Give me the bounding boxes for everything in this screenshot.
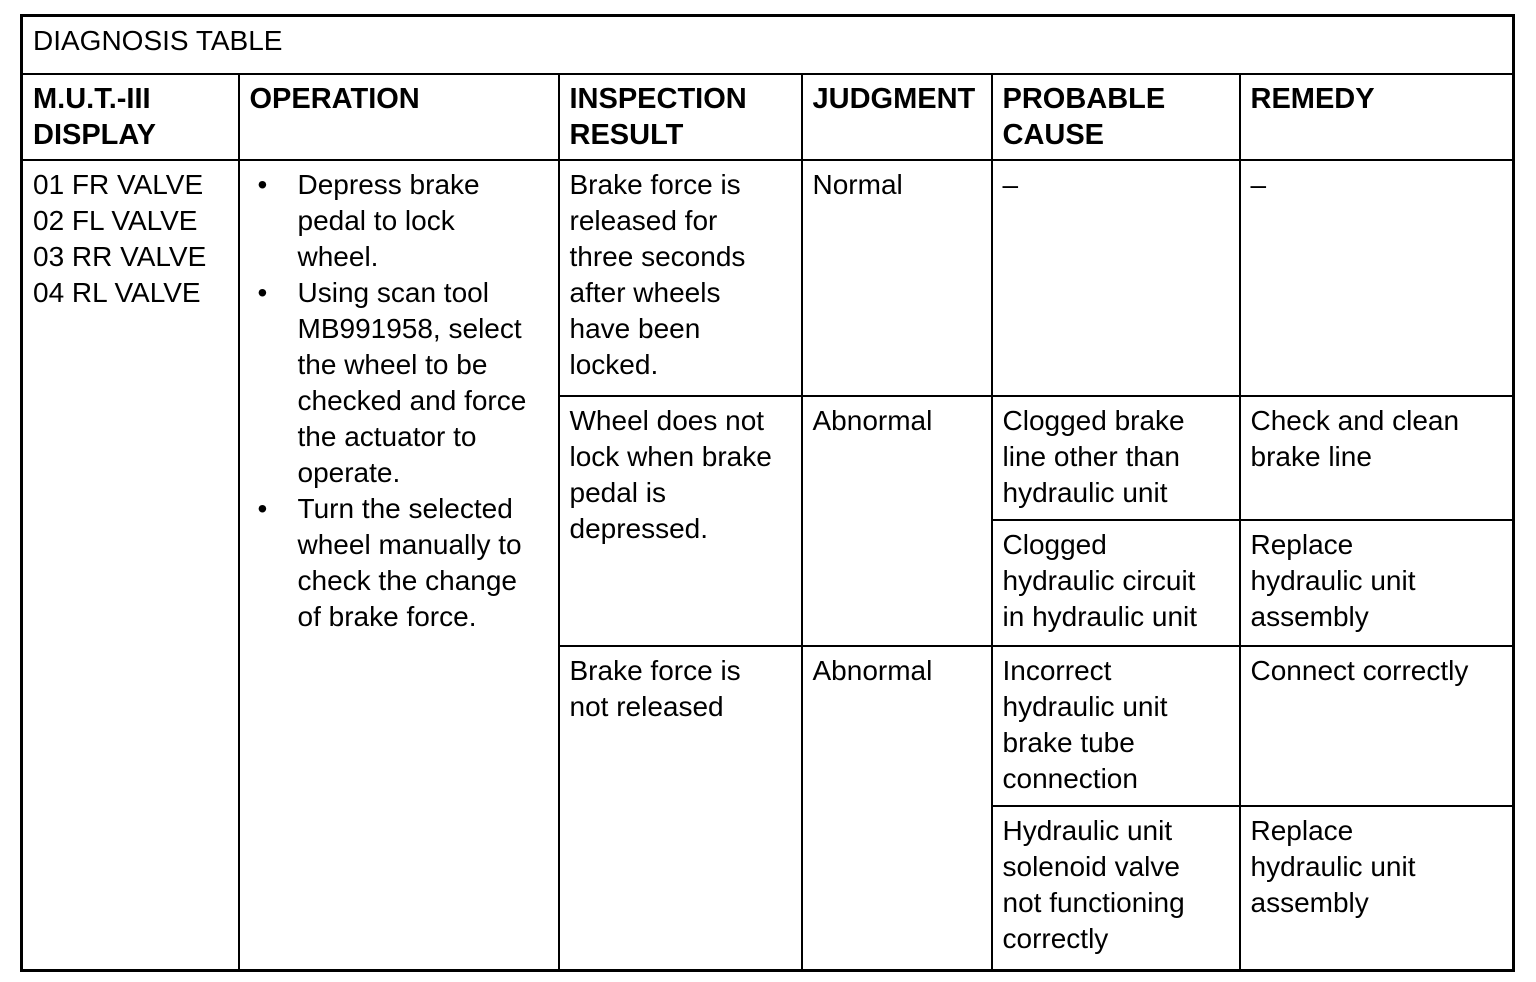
cell-judgment-3: Abnormal — [800, 644, 993, 972]
operation-step: • Using scan tool MB991958, select the w… — [250, 275, 548, 491]
operation-step: • Turn the selected wheel manually to ch… — [250, 491, 548, 635]
operation-step-text: Turn the selected wheel manually to chec… — [297, 492, 522, 632]
cell-probable-cause-1: – — [990, 158, 1241, 397]
column-header-inspection-result: INSPECTION RESULT — [557, 72, 803, 161]
operation-step: • Depress brake pedal to lock wheel. — [250, 167, 548, 275]
cell-remedy-5: Replace hydraulic unit assembly — [1238, 804, 1515, 972]
cell-judgment-2: Abnormal — [800, 394, 993, 647]
table-row: DIAGNOSIS TABLE — [20, 14, 1515, 75]
bullet-icon: • — [257, 492, 268, 524]
table-row: 01 FR VALVE 02 FL VALVE 03 RR VALVE 04 R… — [20, 158, 1515, 972]
column-header-probable-cause: PROBABLE CAUSE — [990, 72, 1241, 161]
column-header-mut-display: M.U.T.-III DISPLAY — [20, 72, 240, 161]
mut-code: 04 RL VALVE — [33, 276, 201, 308]
mut-code: 02 FL VALVE — [33, 204, 198, 236]
table-row: Wheel does not lock when brake pedal is … — [22, 394, 1515, 647]
cell-remedy-1: – — [1238, 158, 1515, 397]
column-header-operation: OPERATION — [237, 72, 560, 161]
mut-code: 03 RR VALVE — [33, 240, 207, 272]
cell-probable-cause-3: Clogged hydraulic circuit in hydraulic u… — [990, 518, 1241, 647]
cell-probable-cause-2: Clogged brake line other than hydraulic … — [990, 394, 1241, 521]
table-row: M.U.T.-III DISPLAY OPERATION INSPECTION … — [20, 72, 1515, 161]
mut-code: 01 FR VALVE — [33, 168, 204, 200]
bullet-icon: • — [257, 276, 268, 308]
cell-remedy-3: Replace hydraulic unit assembly — [1238, 518, 1515, 647]
cell-probable-cause-4: Incorrect hydraulic unit brake tube conn… — [990, 644, 1241, 807]
operation-step-list: • Depress brake pedal to lock wheel. • U… — [250, 167, 548, 635]
operation-step-text: Depress brake pedal to lock wheel. — [297, 168, 480, 272]
cell-judgment-1: Normal — [800, 158, 993, 397]
table-title: DIAGNOSIS TABLE — [20, 14, 1515, 75]
table-row: Hydraulic unit solenoid valve not functi… — [22, 804, 1515, 972]
cell-mut-display: 01 FR VALVE 02 FL VALVE 03 RR VALVE 04 R… — [20, 158, 240, 972]
bullet-icon: • — [257, 168, 268, 200]
table-row: Clogged hydraulic circuit in hydraulic u… — [22, 518, 1515, 647]
cell-remedy-4: Connect correctly — [1238, 644, 1515, 807]
column-header-remedy: REMEDY — [1238, 72, 1515, 161]
operation-step-text: Using scan tool MB991958, select the whe… — [297, 276, 527, 488]
cell-operation: • Depress brake pedal to lock wheel. • U… — [237, 158, 560, 972]
cell-inspection-result-3: Brake force is not released — [557, 644, 803, 972]
table-row: Brake force is not released Abnormal Inc… — [22, 644, 1515, 972]
cell-probable-cause-5: Hydraulic unit solenoid valve not functi… — [990, 804, 1241, 972]
column-header-judgment: JUDGMENT — [800, 72, 993, 161]
cell-remedy-2: Check and clean brake line — [1238, 394, 1515, 521]
cell-inspection-result-1: Brake force is released for three second… — [557, 158, 803, 397]
cell-inspection-result-2: Wheel does not lock when brake pedal is … — [557, 394, 803, 647]
diagnosis-table: DIAGNOSIS TABLE M.U.T.-III DISPLAY OPERA… — [20, 14, 1516, 972]
